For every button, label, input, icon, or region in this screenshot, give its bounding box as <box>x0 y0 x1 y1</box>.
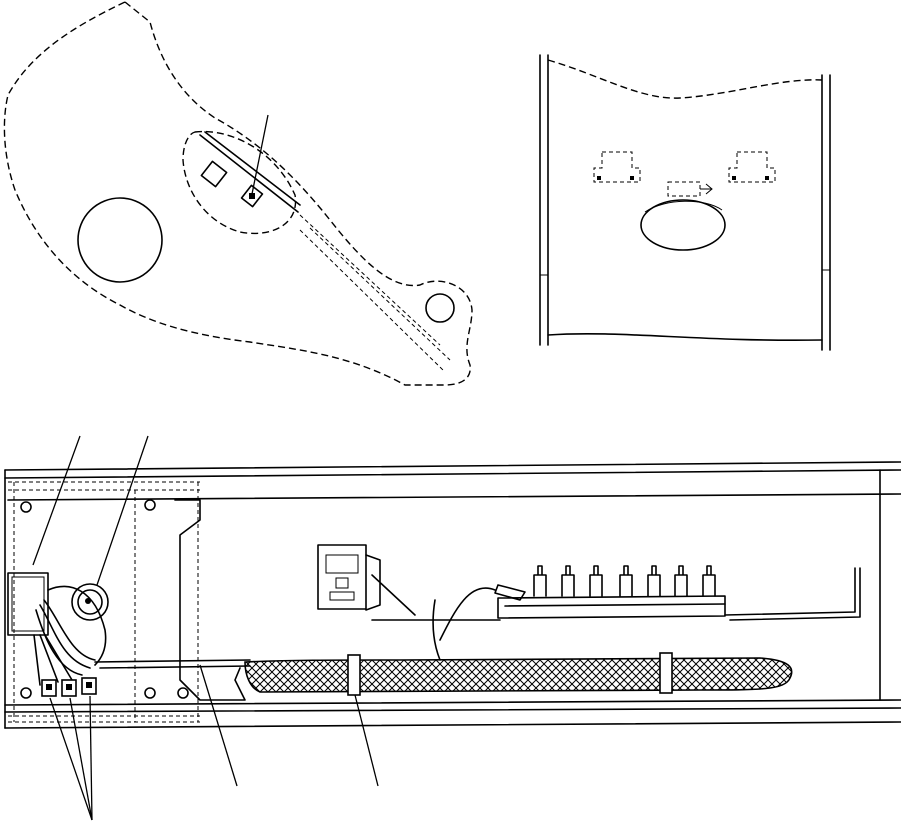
frame-bolt-3 <box>20 687 32 699</box>
mounting-plate <box>199 131 301 213</box>
sensor-plug-wire <box>439 587 496 641</box>
leader-junction-box <box>32 435 81 566</box>
harness-cable <box>94 659 251 669</box>
junction-box <box>7 572 49 636</box>
leader-connector-1 <box>49 697 93 821</box>
callout-leaders <box>32 435 379 821</box>
sensor-body <box>249 193 255 199</box>
boom-end-pin-hole <box>425 293 455 323</box>
arm-bottom-edge <box>547 332 823 342</box>
boom-hidden-edge <box>299 214 451 373</box>
hidden-bracket-right <box>728 151 776 183</box>
harness-clamp-1 <box>347 654 361 696</box>
boom-outline <box>3 1 473 386</box>
connector-wires <box>33 634 73 686</box>
leader-round-sensor <box>96 435 149 586</box>
arm-top-view <box>539 54 831 351</box>
bracket-bolts <box>597 176 769 180</box>
round-sensor-inner <box>77 589 103 615</box>
gusset-plate <box>174 499 246 701</box>
leader-harness <box>199 664 238 787</box>
valve-manifold <box>497 595 726 619</box>
control-box-terminal <box>329 591 355 601</box>
hidden-bracket-left <box>593 151 641 183</box>
control-box-display <box>325 554 359 574</box>
frame-bolt-1 <box>20 501 32 513</box>
manifold-sensor-plug <box>494 584 526 601</box>
frame-bottom-rail <box>4 699 901 729</box>
control-box <box>317 544 367 610</box>
connector-2-pin <box>66 684 72 690</box>
round-sensor-center <box>85 598 91 604</box>
frame-wiring-view <box>4 461 901 729</box>
sensor-block-right <box>240 184 264 208</box>
hole-chamfer <box>644 200 723 213</box>
boom-side-view <box>3 1 473 386</box>
control-box-switch <box>335 577 349 589</box>
junction-wires <box>35 585 107 676</box>
arm-left-rail <box>539 54 549 346</box>
junction-box-cover <box>11 576 45 632</box>
arm-access-hole <box>640 199 726 251</box>
control-wire <box>371 599 501 661</box>
hidden-sensor <box>667 181 701 197</box>
harness-clamp-2 <box>659 652 673 694</box>
arm-top-break-line <box>547 59 823 99</box>
direction-arrow <box>700 183 713 195</box>
frame-top-rail <box>4 461 901 501</box>
leader-line-sensor <box>251 114 269 195</box>
sensor-block-left <box>200 160 228 188</box>
frame-bolt-2 <box>144 499 156 511</box>
leader-connector-3 <box>89 695 93 821</box>
connector-1-pin <box>46 684 52 690</box>
rail-joint <box>540 269 830 276</box>
frame-hidden-edges <box>8 481 200 723</box>
arm-right-rail <box>821 74 831 351</box>
protective-mesh-loom <box>244 657 793 693</box>
frame-bolt-5 <box>177 687 189 699</box>
frame-bolt-4 <box>144 687 156 699</box>
connector-3-pin <box>86 682 92 688</box>
manifold-edge <box>504 603 726 607</box>
control-box-bracket <box>365 554 416 616</box>
frame-hidden-verticals <box>13 482 199 722</box>
leader-connector-2 <box>69 697 93 821</box>
hydraulic-pipe <box>724 567 861 621</box>
round-sensor <box>71 583 109 621</box>
leader-clamp <box>354 694 379 787</box>
detail-oval <box>182 130 297 235</box>
manifold-fittings <box>533 565 716 597</box>
boom-pin-hole <box>77 197 163 283</box>
